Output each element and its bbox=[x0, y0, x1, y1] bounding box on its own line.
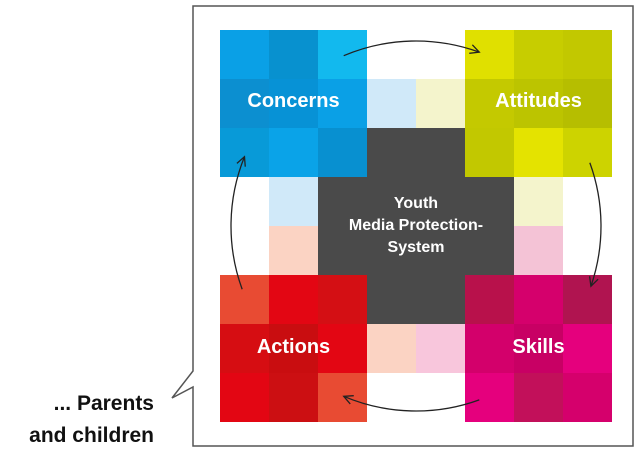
concerns-cell-9 bbox=[318, 128, 367, 177]
skills-label: Skills bbox=[512, 336, 565, 358]
skills-cell-4 bbox=[465, 324, 514, 373]
skills-cell-2 bbox=[514, 275, 563, 324]
actions-cell-3 bbox=[318, 275, 367, 324]
skills-cell-6 bbox=[563, 324, 612, 373]
pastel-cell-left-2 bbox=[269, 226, 318, 275]
concerns-cell-8 bbox=[269, 128, 318, 177]
pastel-cell-left-1 bbox=[269, 177, 318, 226]
actions-cell-9 bbox=[318, 373, 367, 422]
pastel-cell-right-2 bbox=[514, 226, 563, 275]
center-label-line2: Media Protection- bbox=[348, 217, 484, 234]
pastel-cell-bottom-2 bbox=[416, 324, 465, 373]
actions-cell-1 bbox=[220, 275, 269, 324]
pastel-cell-bottom-1 bbox=[367, 324, 416, 373]
attitudes-cell-7 bbox=[465, 128, 514, 177]
pastel-cell-top-2 bbox=[416, 79, 465, 128]
actions-cell-8 bbox=[269, 373, 318, 422]
side-text-line1: ... Parents bbox=[53, 392, 154, 415]
skills-cell-3 bbox=[563, 275, 612, 324]
actions-cell-2 bbox=[269, 275, 318, 324]
attitudes-cell-1 bbox=[465, 30, 514, 79]
concerns-cell-6 bbox=[318, 79, 367, 128]
attitudes-cell-8 bbox=[514, 128, 563, 177]
pastel-cell-top-1 bbox=[367, 79, 416, 128]
actions-cell-6 bbox=[318, 324, 367, 373]
actions-label: Actions bbox=[256, 336, 331, 358]
pastel-cell-right-1 bbox=[514, 177, 563, 226]
attitudes-cell-4 bbox=[465, 79, 514, 128]
actions-cell-5 bbox=[269, 324, 318, 373]
concerns-cell-3 bbox=[318, 30, 367, 79]
concerns-label: Concerns bbox=[247, 90, 340, 112]
concerns-cell-2 bbox=[269, 30, 318, 79]
side-text-line2: and children bbox=[29, 424, 154, 447]
concerns-cell-1 bbox=[220, 30, 269, 79]
center-label-line3: System bbox=[387, 239, 445, 256]
skills-cell-8 bbox=[514, 373, 563, 422]
attitudes-label: Attitudes bbox=[495, 90, 582, 112]
attitudes-cell-2 bbox=[514, 30, 563, 79]
concerns-cell-5 bbox=[269, 79, 318, 128]
concerns-cell-7 bbox=[220, 128, 269, 177]
center-label-line1: Youth bbox=[393, 195, 439, 212]
attitudes-cell-9 bbox=[563, 128, 612, 177]
attitudes-cell-5 bbox=[514, 79, 563, 128]
attitudes-cell-3 bbox=[563, 30, 612, 79]
speech-bubble-frame bbox=[171, 5, 634, 447]
skills-cell-9 bbox=[563, 373, 612, 422]
skills-cell-7 bbox=[465, 373, 514, 422]
concerns-cell-4 bbox=[220, 79, 269, 128]
skills-cell-1 bbox=[465, 275, 514, 324]
actions-cell-7 bbox=[220, 373, 269, 422]
actions-cell-4 bbox=[220, 324, 269, 373]
skills-cell-5 bbox=[514, 324, 563, 373]
attitudes-cell-6 bbox=[563, 79, 612, 128]
